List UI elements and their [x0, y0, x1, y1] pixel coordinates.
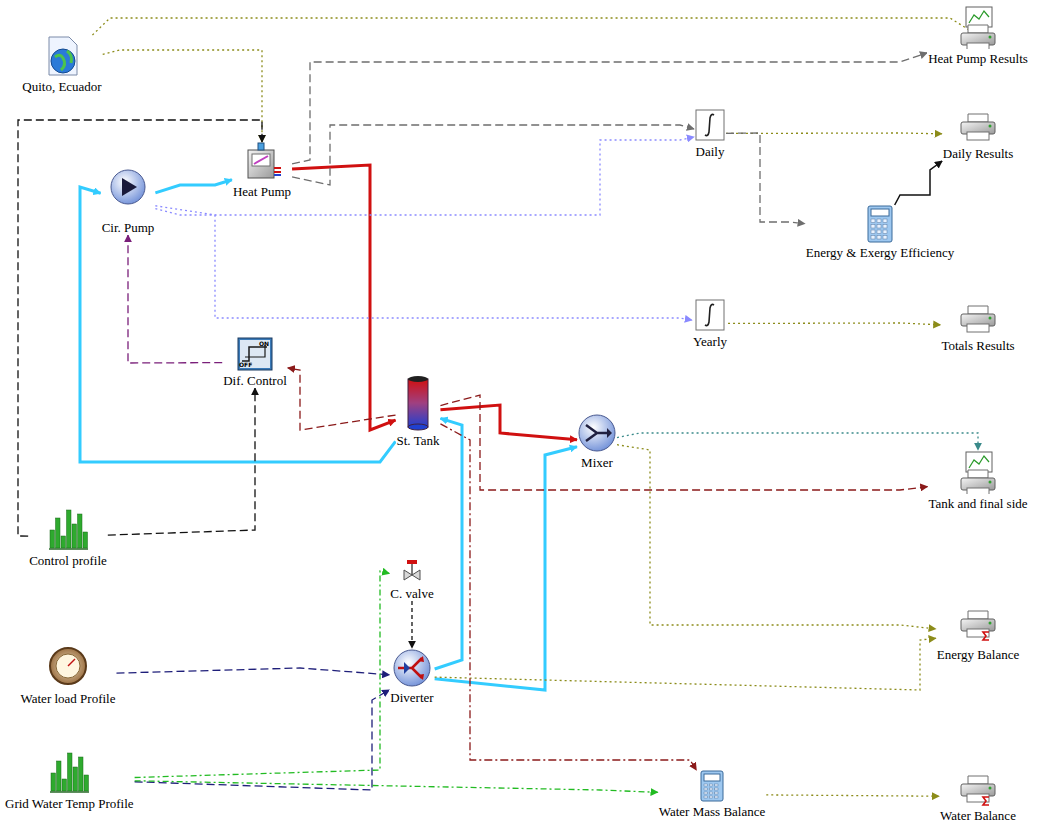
signal-link [726, 132, 942, 134]
component-label: St. Tank [396, 433, 441, 448]
fluid-pipe [292, 165, 395, 430]
signal-link [292, 53, 927, 164]
component-label: Heat Pump Results [927, 51, 1029, 66]
component-label: Totals Results [940, 338, 1015, 353]
signal-link [103, 50, 262, 142]
printer-icon [958, 108, 998, 144]
calculator-icon [699, 770, 725, 802]
component-node: Cir. Pump [101, 168, 156, 235]
fluid-pipe [435, 418, 462, 669]
component-node: Grid Water Temp Profile [4, 748, 135, 811]
pump-icon [109, 168, 147, 206]
component-label: Mixer [580, 455, 614, 470]
fluid-pipe [80, 187, 396, 462]
component-label: Energy & Exergy Efficiency [805, 245, 955, 260]
component-node: Daily [694, 108, 726, 159]
profile-icon [47, 748, 91, 794]
summary-printer-icon [958, 770, 998, 806]
component-node: Water load Profile [20, 643, 117, 706]
component-node: St. Tank [396, 375, 441, 448]
component-label: Diverter [389, 690, 434, 705]
summary-printer-icon [958, 605, 998, 645]
component-node: Energy Balance [936, 605, 1020, 662]
integrator-icon [694, 298, 726, 332]
fluid-pipe [435, 447, 577, 690]
profile-icon [46, 505, 90, 551]
switch-tag: OFF [239, 361, 252, 368]
signal-link [155, 206, 692, 320]
component-node: Mixer [577, 413, 617, 470]
printer-icon [958, 300, 998, 336]
component-node: C. valve [389, 558, 434, 601]
component-node: Tank and final side [927, 450, 1028, 511]
component-label: Control profile [28, 553, 108, 568]
signal-link [440, 395, 927, 490]
signal-link [18, 120, 262, 536]
component-label: Water Balance [939, 808, 1017, 823]
signal-link [92, 18, 978, 36]
heat-pump-icon [242, 142, 282, 182]
component-label: Yearly [692, 334, 728, 349]
signal-link [116, 668, 389, 675]
signal-link [128, 235, 222, 363]
weather-icon [43, 35, 81, 77]
component-label: Cir. Pump [101, 220, 156, 235]
component-label: Water load Profile [20, 691, 117, 706]
component-label: Energy Balance [936, 647, 1020, 662]
switch-tag: ON [259, 340, 269, 347]
component-node: Quito, Ecuador [21, 35, 102, 94]
component-label: Water Mass Balance [658, 804, 767, 819]
component-node: Daily Results [942, 108, 1014, 161]
signal-link [288, 368, 396, 430]
signal-link [440, 424, 696, 770]
component-label: Dif. Control [222, 373, 288, 388]
component-node: Dif. Control [222, 337, 288, 388]
component-node: Totals Results [940, 300, 1015, 353]
component-label: Daily [695, 144, 726, 159]
integrator-icon [694, 108, 726, 142]
signal-link [411, 601, 412, 648]
signal-link [766, 795, 939, 796]
signal-link [135, 781, 658, 793]
signal-link [617, 433, 978, 450]
signal-link [135, 571, 390, 778]
component-label: Grid Water Temp Profile [4, 796, 135, 811]
component-node: Diverter [389, 648, 434, 705]
signal-link [617, 445, 936, 629]
signal-link [155, 137, 694, 215]
component-label: Tank and final side [927, 496, 1028, 511]
signal-link [895, 161, 943, 205]
component-node: Water Balance [939, 770, 1017, 823]
mixer-icon [577, 413, 617, 453]
plotter-icon [958, 5, 998, 49]
component-label: Quito, Ecuador [21, 79, 102, 94]
signal-link [435, 638, 936, 690]
component-label: C. valve [389, 586, 434, 601]
component-node: Water Mass Balance [658, 770, 767, 819]
signal-link [135, 690, 390, 790]
meter-icon [48, 643, 88, 689]
component-node: Control profile [28, 505, 108, 568]
component-node: Heat Pump [232, 142, 292, 199]
valve-icon [402, 558, 422, 584]
plotter-icon [958, 450, 998, 494]
component-label: Heat Pump [232, 184, 292, 199]
component-label: Daily Results [942, 146, 1014, 161]
signal-link [108, 388, 255, 535]
calculator-icon [866, 205, 894, 243]
signal-link [728, 323, 940, 325]
signal-link [292, 125, 694, 185]
tank-icon [406, 375, 430, 431]
component-node: Energy & Exergy Efficiency [805, 205, 955, 260]
component-node: Yearly [692, 298, 728, 349]
signal-link [726, 133, 805, 224]
fluid-pipe [155, 180, 232, 193]
diverter-icon [392, 648, 432, 688]
component-node: Heat Pump Results [927, 5, 1029, 66]
